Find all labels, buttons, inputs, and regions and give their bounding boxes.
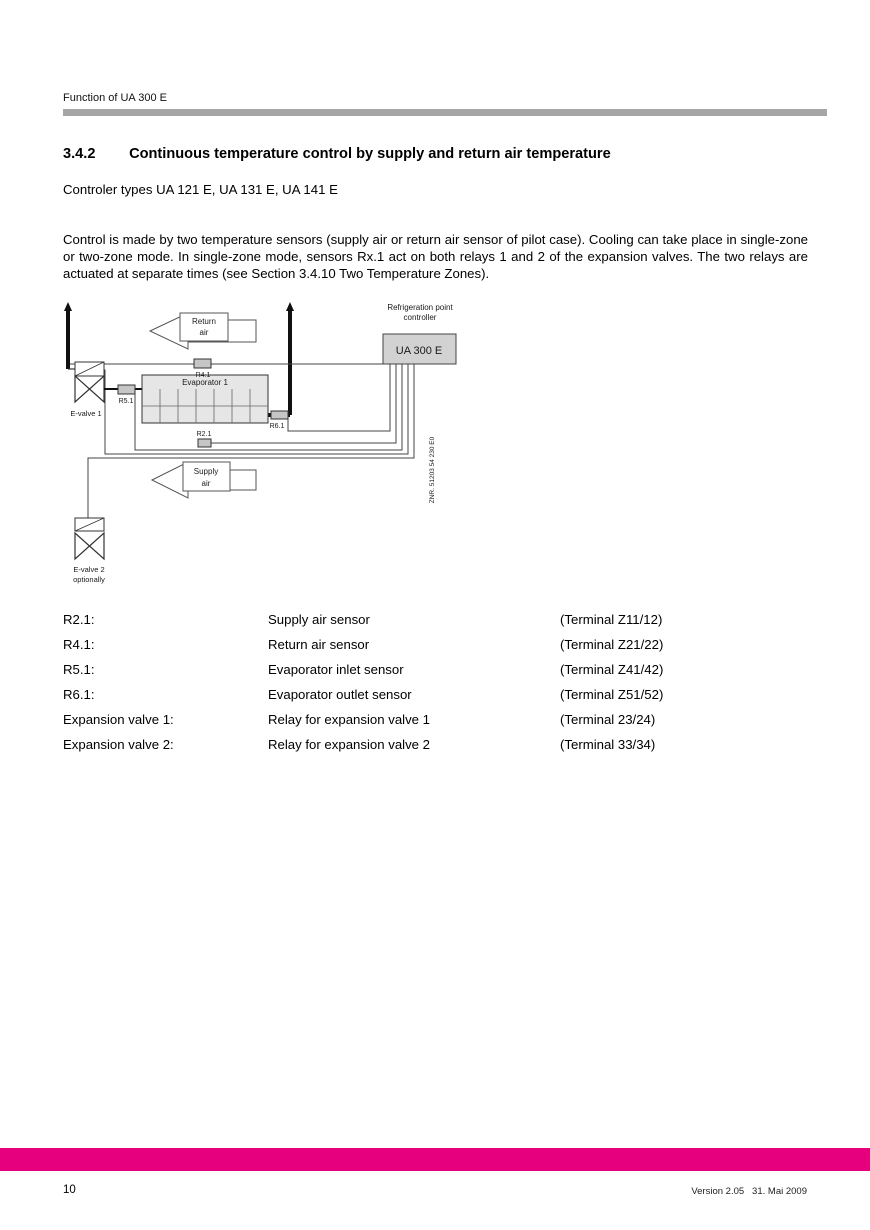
legend-terminal: (Terminal Z41/42): [560, 662, 664, 677]
legend-description: Supply air sensor: [268, 612, 370, 627]
legend-label: R2.1:: [63, 612, 95, 627]
legend-row: R2.1: Supply air sensor (Terminal Z11/12…: [63, 612, 808, 637]
controller-box: [382, 333, 457, 365]
wire-evalve2: [87, 364, 415, 518]
wire-r21: [211, 364, 397, 444]
legend-terminal: (Terminal Z21/22): [560, 637, 664, 652]
sensor-r61-box: [270, 410, 289, 420]
controller-types-line: Controler types UA 121 E, UA 131 E, UA 1…: [63, 182, 338, 197]
return-air-label-line1: Return: [192, 317, 216, 326]
legend-row: R4.1: Return air sensor (Terminal Z21/22…: [63, 637, 808, 662]
section-heading: 3.4.2 Continuous temperature control by …: [63, 146, 611, 162]
evalve1-label: E-valve 1: [70, 409, 101, 418]
legend-row: R6.1: Evaporator outlet sensor (Terminal…: [63, 687, 808, 712]
evalve2-body-left: [74, 531, 91, 561]
version-info: Version 2.05 31. Mai 2009: [691, 1186, 807, 1197]
body-paragraph: Control is made by two temperature senso…: [63, 232, 808, 282]
footer-accent-bar: [0, 1148, 870, 1171]
page-number: 10: [63, 1184, 76, 1196]
terminal-legend: R2.1: Supply air sensor (Terminal Z11/12…: [63, 612, 808, 762]
legend-row: Expansion valve 1: Relay for expansion v…: [63, 712, 808, 737]
legend-description: Evaporator inlet sensor: [268, 662, 404, 677]
evaporator-label: Evaporator 1: [182, 378, 228, 387]
sensor-r41-label: R4.1: [196, 372, 211, 379]
legend-terminal: (Terminal Z11/12): [560, 612, 663, 627]
legend-label: R5.1:: [63, 662, 95, 677]
controller-name: UA 300 E: [396, 345, 442, 357]
legend-description: Relay for expansion valve 2: [268, 737, 431, 752]
diagram-svg: Return air Supply air Refrigeration poin…: [64, 302, 457, 584]
evalve1-body-left: [74, 374, 91, 404]
legend-row: R5.1: Evaporator inlet sensor (Terminal …: [63, 662, 808, 687]
sensor-r21-label: R2.1: [197, 431, 212, 438]
left-pipe-arrow-icon: [64, 302, 72, 311]
evaporator-box: [141, 374, 269, 424]
drawing-number: ZNR. 51203 54 230 E0: [429, 436, 436, 503]
wire-evalve1: [104, 364, 409, 455]
return-air-label-box: [179, 312, 229, 342]
evalve1-body-right: [88, 374, 105, 404]
supply-air-label-line1: Supply: [194, 467, 218, 476]
supply-air-label-box: [182, 461, 231, 492]
legend-terminal: (Terminal 33/34): [560, 737, 656, 752]
legend-label: Expansion valve 1:: [63, 712, 174, 727]
running-header: Function of UA 300 E: [63, 92, 167, 104]
sensor-r21-box: [197, 438, 212, 448]
legend-terminal: (Terminal Z51/52): [560, 687, 664, 702]
legend-description: Relay for expansion valve 1: [268, 712, 431, 727]
section-number: 3.4.2: [63, 146, 96, 162]
evalve1-actuator-diagonal: [74, 361, 105, 377]
evalve2-body-right: [88, 531, 105, 561]
right-pipe-arrow-icon: [286, 302, 294, 311]
wire-r51: [134, 364, 403, 451]
sensor-r41-box: [193, 358, 212, 369]
legend-terminal: (Terminal 23/24): [560, 712, 656, 727]
evalve2-actuator-diagonal: [74, 517, 105, 532]
legend-row: Expansion valve 2: Relay for expansion v…: [63, 737, 808, 762]
legend-description: Evaporator outlet sensor: [268, 687, 412, 702]
evalve2-label-line1: E-valve 2: [73, 565, 104, 574]
controller-caption-line2: controller: [404, 313, 437, 322]
sensor-r61-label: R6.1: [270, 423, 285, 430]
legend-label: R6.1:: [63, 687, 95, 702]
header-rule: [63, 109, 827, 116]
piping-diagram: Return air Supply air Refrigeration poin…: [60, 300, 470, 595]
section-title: Continuous temperature control by supply…: [129, 146, 611, 162]
sensor-r51-label: R5.1: [119, 398, 134, 405]
legend-label: Expansion valve 2:: [63, 737, 174, 752]
legend-description: Return air sensor: [268, 637, 370, 652]
sensor-r51-box: [117, 384, 136, 395]
controller-caption-line1: Refrigeration point: [387, 303, 453, 312]
legend-label: R4.1:: [63, 637, 95, 652]
supply-air-label-line2: air: [202, 479, 211, 488]
wire-r61: [287, 364, 391, 432]
evalve2-label-line2: optionally: [73, 575, 105, 584]
return-air-label-line2: air: [200, 328, 209, 337]
